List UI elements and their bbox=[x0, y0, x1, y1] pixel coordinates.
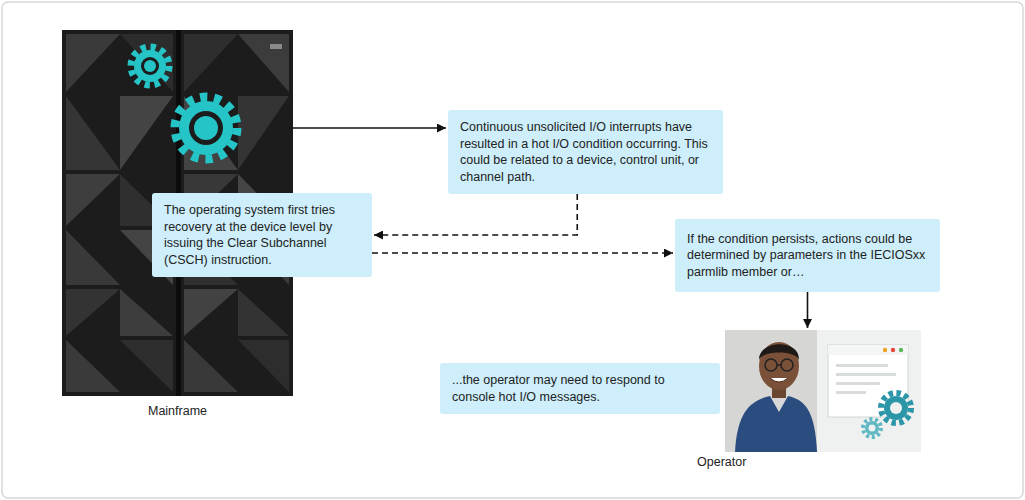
solid-arrow bbox=[807, 292, 809, 328]
callout-text: If the condition persists, actions could… bbox=[687, 231, 928, 281]
text-stack: If the condition persists, actions could… bbox=[687, 231, 928, 281]
figure-label: Mainframe bbox=[62, 404, 293, 418]
dashed-arrow bbox=[374, 194, 577, 235]
callout-text: The operating system first tries recover… bbox=[164, 202, 360, 268]
gear-large bbox=[175, 97, 237, 159]
text-stack: ...the operator may need to respond to c… bbox=[452, 372, 708, 405]
dashed-arrow bbox=[372, 252, 673, 254]
callout-box: If the condition persists, actions could… bbox=[675, 219, 940, 292]
callout-text: ...the operator may need to respond to c… bbox=[452, 372, 708, 405]
text-stack: The operating system first tries recover… bbox=[164, 202, 360, 268]
callout-text: Continuous unsolicited I/O interrupts ha… bbox=[460, 119, 711, 185]
operator-illustration bbox=[725, 330, 921, 452]
solid-arrow bbox=[293, 127, 446, 129]
callout-box: The operating system first tries recover… bbox=[152, 193, 372, 277]
figure-label: Operator bbox=[697, 455, 746, 469]
operator-figure: Operator bbox=[725, 330, 920, 452]
callout-box: Continuous unsolicited I/O interrupts ha… bbox=[448, 110, 723, 194]
gear-small bbox=[131, 47, 169, 85]
callout-box: ...the operator may need to respond to c… bbox=[440, 363, 720, 414]
text-stack: Continuous unsolicited I/O interrupts ha… bbox=[460, 119, 711, 185]
